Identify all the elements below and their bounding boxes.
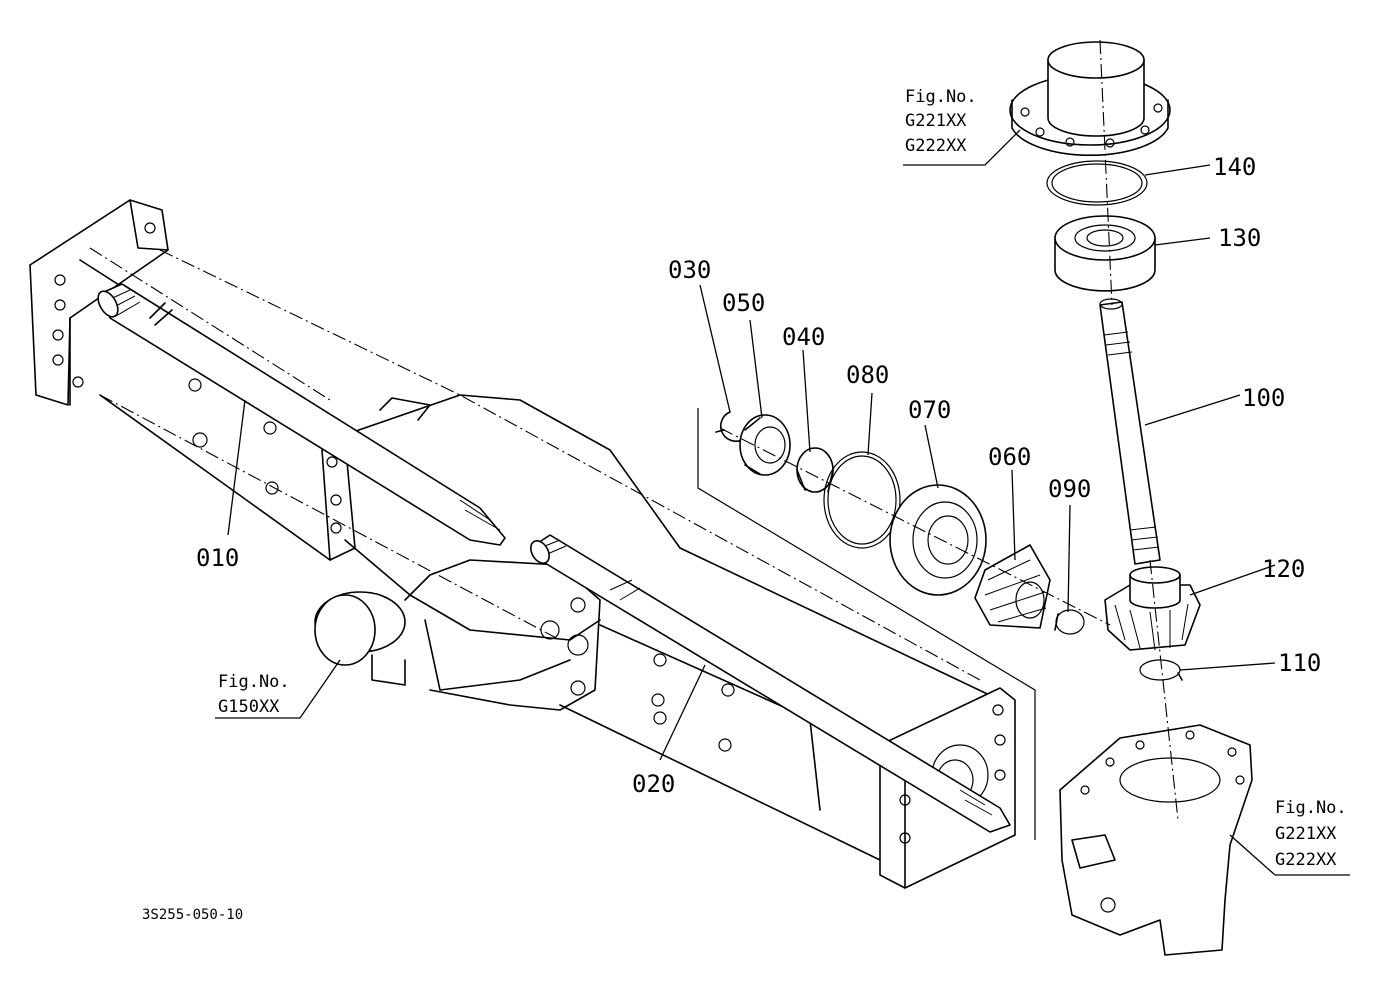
- axle-shaft-020: [530, 534, 1011, 833]
- figure-ref-right-line1: Fig.No.: [1275, 798, 1347, 818]
- o-ring-080: [823, 451, 901, 549]
- label-120: 120: [1262, 555, 1305, 583]
- label-140: 140: [1213, 153, 1256, 181]
- figure-ref-top: Fig.No. G221XX G222XX: [905, 87, 977, 156]
- label-110: 110: [1278, 649, 1321, 677]
- bevel-gear-120: [1104, 566, 1201, 651]
- bevel-gear-060: [974, 544, 1051, 629]
- label-070: 070: [908, 396, 951, 424]
- circlip-090: [1054, 609, 1085, 635]
- axle-shaft-010: [97, 283, 506, 546]
- figure-ref-right: Fig.No. G221XX G222XX: [1275, 798, 1347, 870]
- label-080: 080: [846, 361, 889, 389]
- centerlines: [99, 39, 1179, 821]
- bearing-070: [889, 484, 987, 596]
- figure-ref-left: Fig.No. G150XX: [218, 672, 290, 717]
- o-ring-140: [1046, 160, 1148, 206]
- figure-ref-left-line1: Fig.No.: [218, 672, 290, 692]
- oil-seal-050: [739, 414, 791, 476]
- label-130: 130: [1218, 224, 1261, 252]
- label-010: 010: [196, 544, 239, 572]
- label-020: 020: [632, 770, 675, 798]
- label-030: 030: [668, 256, 711, 284]
- collar-040: [796, 447, 834, 493]
- label-060: 060: [988, 443, 1031, 471]
- vertical-shaft-100: [1099, 298, 1161, 565]
- upper-case: [1009, 41, 1171, 156]
- figure-ref-right-line3: G222XX: [1275, 850, 1337, 870]
- figure-ref-top-line2: G221XX: [905, 111, 967, 131]
- figure-ref-right-line2: G221XX: [1275, 824, 1337, 844]
- label-100: 100: [1242, 384, 1285, 412]
- parts-group-outline: [697, 408, 1036, 840]
- drawing-code: 3S255-050-10: [142, 907, 243, 923]
- bearing-130: [1054, 215, 1156, 292]
- figure-ref-top-line3: G222XX: [905, 136, 967, 156]
- snap-ring-030: [715, 411, 743, 443]
- label-090: 090: [1048, 475, 1091, 503]
- label-040: 040: [782, 323, 825, 351]
- label-050: 050: [722, 289, 765, 317]
- leader-lines: [215, 129, 1350, 876]
- lower-case: [1059, 724, 1253, 956]
- figure-ref-top-line1: Fig.No.: [905, 87, 977, 107]
- figure-ref-left-line2: G150XX: [218, 697, 280, 717]
- part-labels: 010 020 030 040 050 060 070 080 090 100 …: [196, 153, 1321, 798]
